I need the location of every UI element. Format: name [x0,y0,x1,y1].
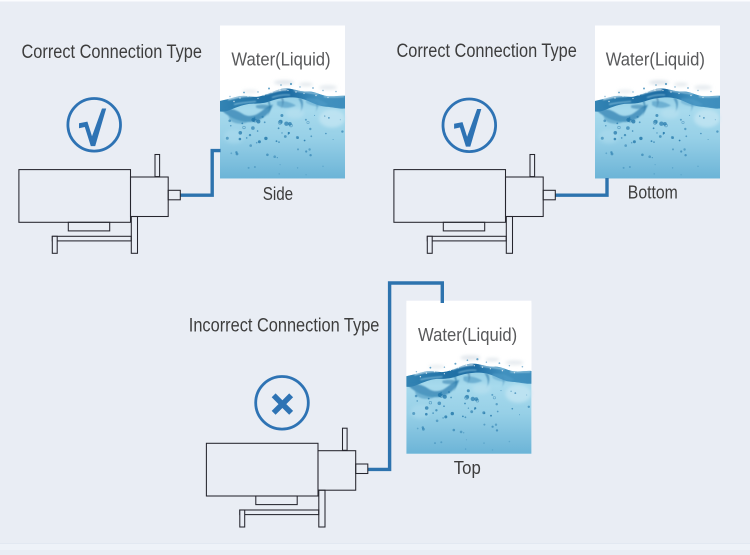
svg-text:Water(Liquid): Water(Liquid) [231,49,330,70]
svg-text:Top: Top [454,458,481,478]
svg-text:Incorrect Connection Type: Incorrect Connection Type [189,315,380,336]
svg-text:Bottom: Bottom [628,183,678,203]
svg-text:Side: Side [263,184,293,204]
svg-text:Water(Liquid): Water(Liquid) [418,324,517,345]
svg-text:Water(Liquid): Water(Liquid) [606,49,705,70]
svg-text:Correct Connection Type: Correct Connection Type [22,42,203,63]
svg-text:Correct Connection Type: Correct Connection Type [397,41,577,62]
